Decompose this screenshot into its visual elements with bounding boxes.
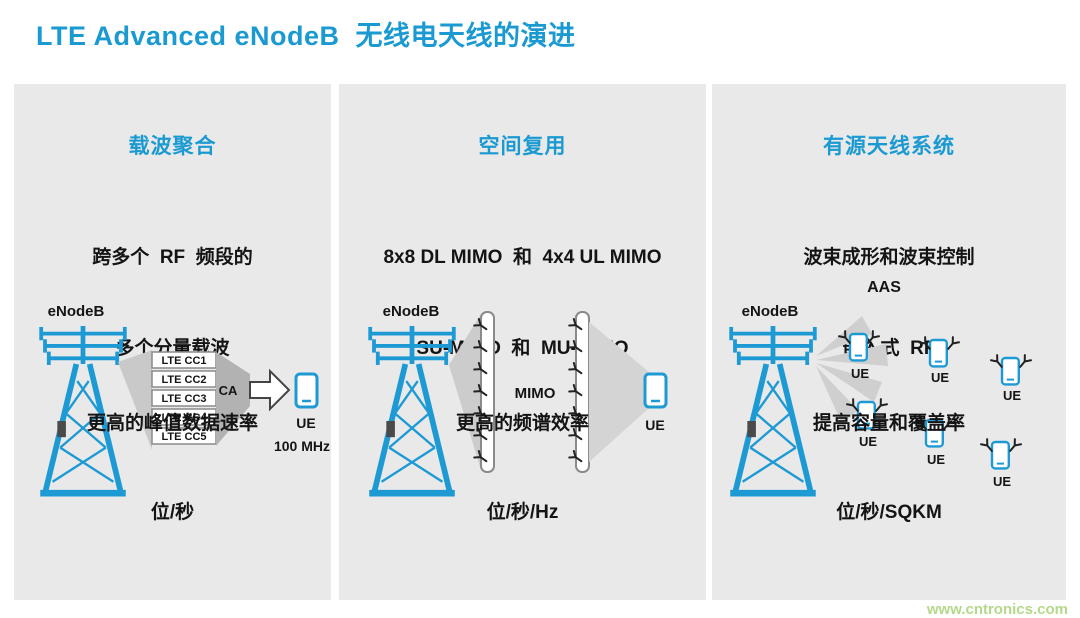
carrier-label: LTE CC1 xyxy=(161,355,206,367)
panel2-desc-line1: 8x8 DL MIMO 和 4x4 UL MIMO xyxy=(383,246,662,268)
aas-label: AAS xyxy=(867,279,901,296)
panel2-result: 更高的频谱效率 位/秒/Hz xyxy=(339,351,706,587)
watermark: www.cntronics.com xyxy=(926,601,1068,618)
aggregation-funnel xyxy=(216,352,250,446)
ue-device: UE xyxy=(980,438,1022,489)
right-arrow-icon xyxy=(249,368,291,412)
panel1-illustration: eNodeB LTE CC1 LTE CC2 LTE CC3 LTE CC4 L… xyxy=(14,303,330,580)
ue-label: UE xyxy=(859,434,877,449)
panel1-result: 更高的峰值数据速率 位/秒 xyxy=(14,351,331,587)
panel1-heading: 载波聚合 xyxy=(128,135,217,158)
panel2-illustration: eNodeB MIMO UE xyxy=(339,303,668,580)
panel-spatial-multiplexing: 空间复用 8x8 DL MIMO 和 4x4 UL MIMO SU-MIMO 和… xyxy=(339,84,706,600)
bandwidth-label: 100 MHz xyxy=(274,438,330,454)
ue-device: UE xyxy=(846,398,888,449)
panel3-desc-line1: 波束成形和波束控制 xyxy=(803,246,975,268)
panel2-result-line2: 位/秒/Hz xyxy=(486,501,559,523)
panel1-result-line1: 更高的峰值数据速率 xyxy=(86,413,258,435)
panel2-heading: 空间复用 xyxy=(478,135,567,158)
panel1-enodeb-label: eNodeB xyxy=(48,303,105,320)
panel-carrier-aggregation: 载波聚合 跨多个 RF 频段的 多个分量载波 eNodeB LTE CC1 LT… xyxy=(14,84,331,600)
panel3-result: 提高容量和覆盖率 位/秒/SQKM xyxy=(712,351,1066,587)
mimo-label: MIMO xyxy=(515,385,556,402)
ue-label: UE xyxy=(993,474,1011,489)
panel2-result-line1: 更高的频谱效率 xyxy=(455,413,589,435)
panel2-ue-label: UE xyxy=(645,417,664,433)
radio-beam xyxy=(816,363,882,402)
beam-fan xyxy=(816,316,888,424)
panel3-heading: 有源天线系统 xyxy=(823,135,955,158)
radio-beam xyxy=(449,314,481,470)
radio-beam xyxy=(816,316,872,356)
ue-label: UE xyxy=(851,366,869,381)
ca-label: CA xyxy=(219,383,238,398)
page-title: LTE Advanced eNodeB 无线电天线的演进 xyxy=(36,21,576,51)
ue-cluster: UE UE UE UE xyxy=(838,330,1032,489)
ue-label: UE xyxy=(931,370,949,385)
ue-device: UE xyxy=(914,416,956,467)
panel2-enodeb-label: eNodeB xyxy=(383,303,440,320)
panel1-result-line2: 位/秒 xyxy=(150,501,195,523)
radio-beam xyxy=(816,366,858,424)
panel3-enodeb-label: eNodeB xyxy=(742,303,799,320)
ue-label: UE xyxy=(927,452,945,467)
carrier-label: LTE CC3 xyxy=(161,393,206,405)
carrier-label: LTE CC4 xyxy=(161,412,207,424)
carrier-stack: LTE CC1 LTE CC2 LTE CC3 LTE CC4 LTE CC5 xyxy=(151,351,217,445)
carrier-label: LTE CC5 xyxy=(161,431,206,443)
mimo-array-left xyxy=(473,311,495,473)
ue-device: UE xyxy=(990,354,1032,403)
radio-beam xyxy=(589,322,649,462)
panel1-desc-line1: 跨多个 RF 频段的 xyxy=(92,246,253,268)
ue-label: UE xyxy=(1003,388,1021,403)
panel1-ue-label: UE xyxy=(296,415,315,431)
panel3-result-line2: 位/秒/SQKM xyxy=(836,501,942,523)
radio-beam xyxy=(118,350,152,450)
ue-device: UE xyxy=(918,336,960,385)
panel3-result-line1: 提高容量和覆盖率 xyxy=(812,413,965,435)
panel3-illustration: eNodeB AAS UE UE xyxy=(712,279,1032,580)
ue-device: UE xyxy=(838,330,880,381)
panel-active-antenna-system: 有源天线系统 波束成形和波束控制 嵌入式 RF eNodeB AAS UE xyxy=(712,84,1066,600)
carrier-label: LTE CC2 xyxy=(161,374,206,386)
